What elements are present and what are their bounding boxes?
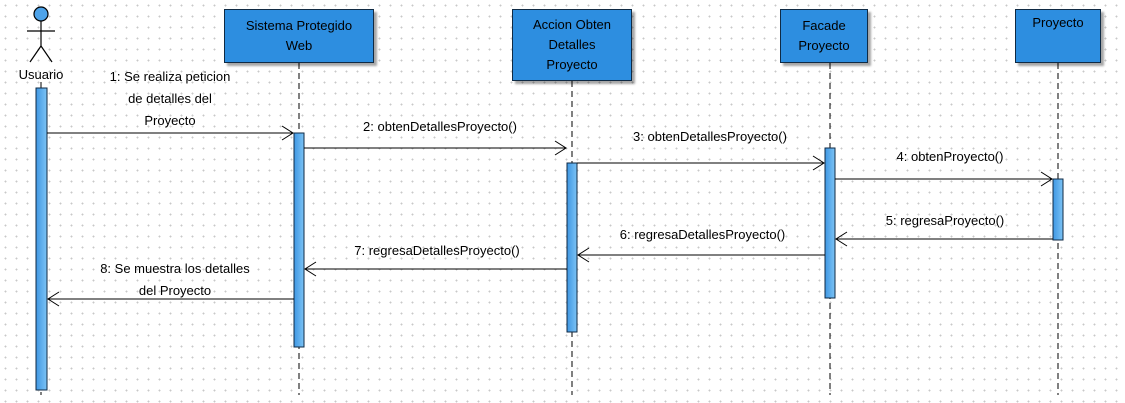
message-7-label: 7: regresaDetallesProyecto() <box>354 243 520 258</box>
message-3-label: 3: obtenDetallesProyecto() <box>633 129 787 144</box>
lifeline-header-proyecto-label: Proyecto <box>1032 15 1084 30</box>
activation-proyecto <box>1052 178 1064 241</box>
actor-label: Usuario <box>18 67 64 82</box>
message-8-label: 8: Se muestra los detalles del Proyecto <box>100 261 250 298</box>
message-6-label: 6: regresaDetallesProyecto() <box>619 227 786 242</box>
message-5-label: 5: regresaProyecto() <box>885 213 1005 228</box>
activation-facade <box>824 147 836 299</box>
lifeline-header-proyecto[interactable]: Proyecto <box>1015 9 1101 63</box>
activation-web <box>293 132 305 348</box>
message-1-label: 1: Se realiza peticion de detalles del P… <box>109 69 231 128</box>
activation-usuario <box>35 87 48 391</box>
lifeline-header-web-label: Sistema Protegido Web <box>245 18 353 53</box>
message-4-label: 4: obtenProyecto() <box>896 149 1004 164</box>
lifeline-header-web[interactable]: Sistema Protegido Web <box>224 9 374 63</box>
actor-figure-icon <box>27 6 55 63</box>
lifeline-header-accion[interactable]: Accion Obten Detalles Proyecto <box>512 9 632 81</box>
lifeline-header-facade[interactable]: Facade Proyecto <box>780 9 868 63</box>
activation-accion <box>566 162 578 333</box>
lifeline-header-facade-label: Facade Proyecto <box>798 18 850 53</box>
message-2-label: 2: obtenDetallesProyecto() <box>363 119 517 134</box>
lifeline-header-accion-label: Accion Obten Detalles Proyecto <box>532 17 612 72</box>
